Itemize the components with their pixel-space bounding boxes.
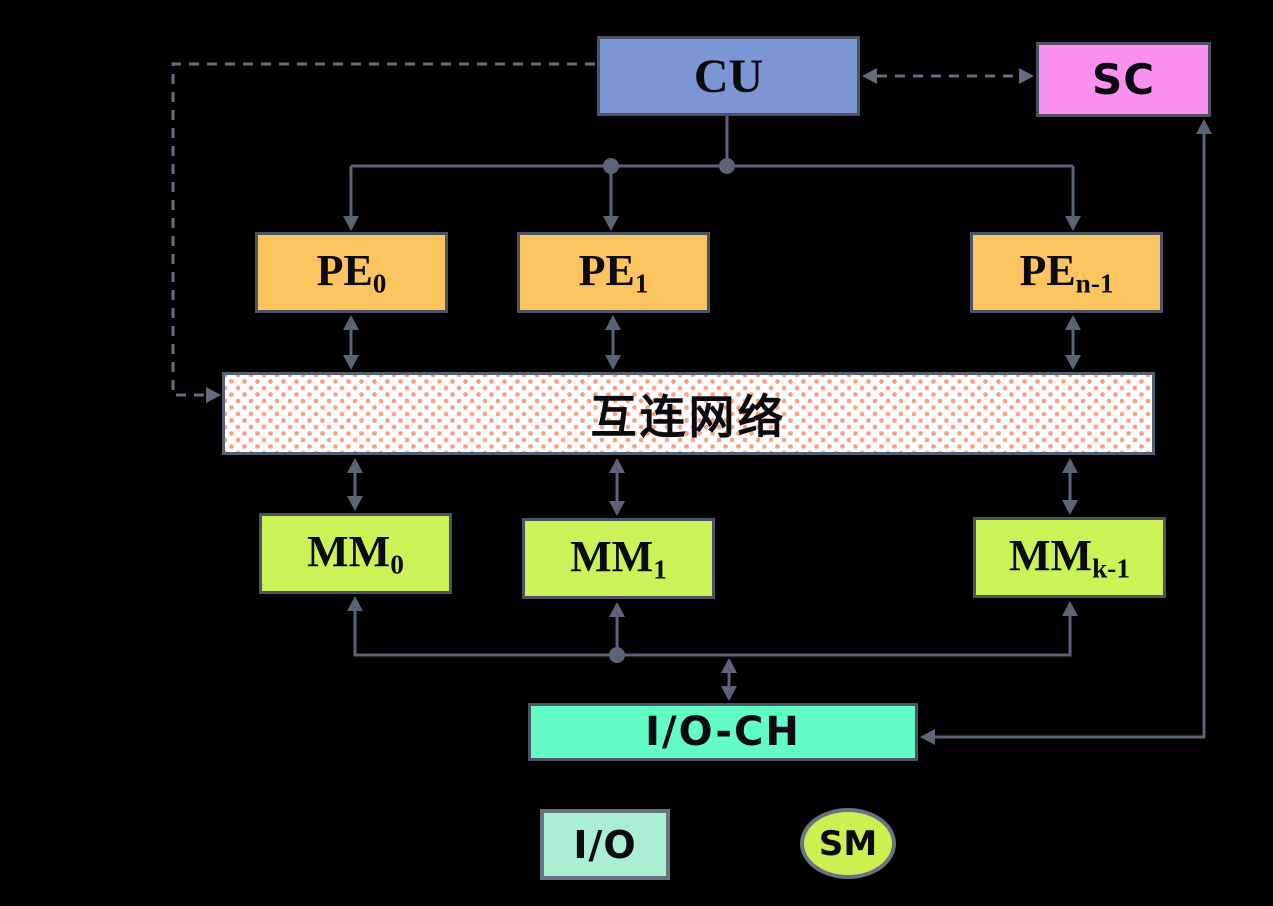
pen-1-subscript: n-1 — [1075, 268, 1114, 299]
pe-network-links — [349, 328, 1075, 357]
pe1-subscript: 1 — [634, 268, 649, 299]
mmk-1-subscript: k-1 — [1092, 553, 1130, 584]
io-channel-node: I/O-CH — [528, 703, 918, 761]
cu-network-dashed-link — [171, 62, 595, 397]
pe0-node: PE0 — [255, 232, 448, 313]
mm1-node: MM1 — [522, 518, 715, 599]
interconnection-network-node: 互连网络 — [222, 372, 1155, 455]
pe1-node: PE1 — [517, 232, 710, 313]
sc-node: SC — [1036, 42, 1211, 117]
cu-node: CU — [597, 36, 860, 116]
mmk-1-node: MMk-1 — [973, 517, 1166, 598]
sm-node: SM — [800, 808, 896, 879]
io-channel-label: I/O-CH — [645, 709, 801, 755]
interconnection-network-label: 互连网络 — [590, 389, 787, 444]
io-node: I/O — [540, 809, 670, 880]
pe0-subscript: 0 — [372, 268, 387, 299]
sc-label: SC — [1091, 55, 1156, 104]
pe0-label: PE0 — [316, 246, 387, 299]
io-label: I/O — [573, 822, 637, 867]
pen-1-label: PEn-1 — [1019, 246, 1114, 299]
mm1-subscript: 1 — [653, 554, 667, 585]
mm0-node: MM0 — [259, 513, 452, 594]
pe1-label: PE1 — [578, 246, 649, 299]
mm-io-bus — [353, 609, 1072, 688]
sm-label: SM — [818, 823, 878, 864]
mmk-1-label: MMk-1 — [1009, 531, 1130, 584]
cu-to-pe-bus — [349, 116, 1075, 218]
cu-label: CU — [693, 49, 764, 103]
mm1-label: MM1 — [570, 532, 667, 585]
network-mm-links — [353, 471, 1072, 503]
mm0-subscript: 0 — [390, 549, 404, 580]
mm0-label: MM0 — [307, 527, 404, 580]
pen-1-node: PEn-1 — [970, 232, 1163, 313]
